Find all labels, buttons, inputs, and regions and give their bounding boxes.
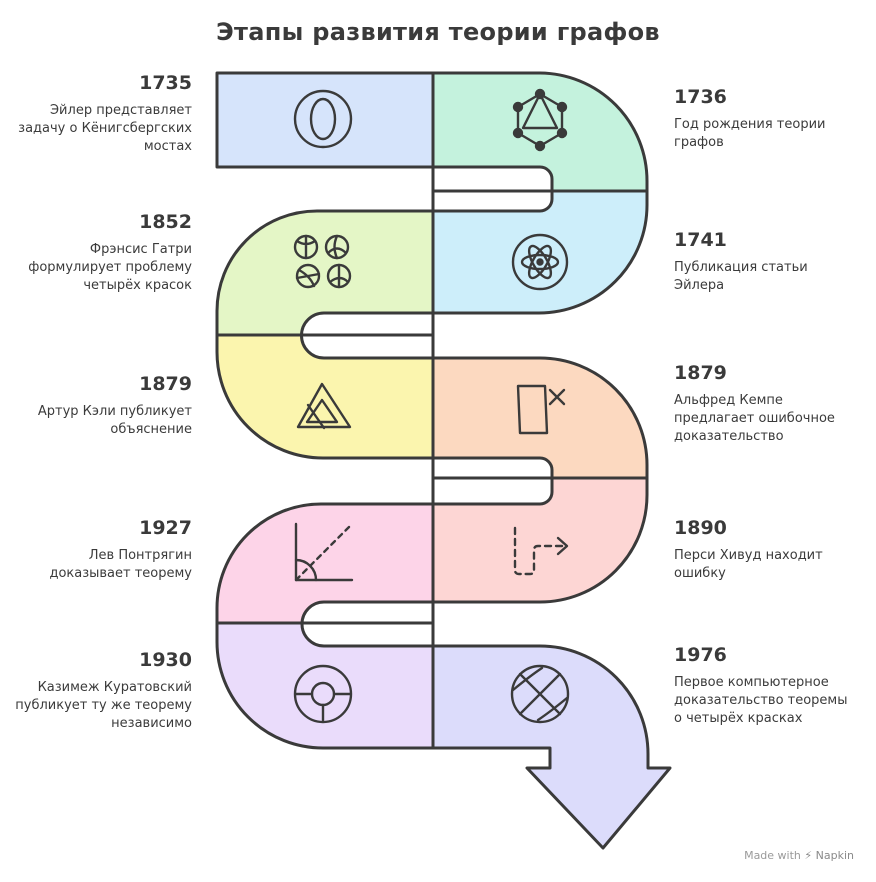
segment-1736: [431, 71, 649, 193]
affinity-icon: [296, 382, 352, 430]
milestone-text: Лев Понтрягин доказывает теорему: [49, 548, 192, 581]
napkin-logo-icon: ⚡: [804, 849, 813, 862]
segment-1879b: [431, 356, 649, 480]
opera-icon: [293, 89, 353, 149]
segment-1879a: [215, 333, 435, 460]
angle-icon: [294, 522, 354, 582]
milestone-year: 1736: [674, 86, 727, 108]
milestone-1852: 1852 Фрэнсис Гатри формулирует проблему …: [12, 211, 192, 295]
milestone-year: 1890: [674, 517, 727, 539]
napkin-brand: Napkin: [815, 849, 854, 862]
milestone-year: 1741: [674, 229, 727, 251]
milestone-1879-kempe: 1879 Альфред Кемпе предлагает ошибочное …: [674, 362, 859, 446]
milestone-text: Альфред Кемпе предлагает ошибочное доказ…: [674, 393, 835, 444]
milestone-year: 1879: [139, 373, 192, 395]
graph-network-icon: [512, 88, 568, 152]
milestone-text: Казимеж Куратовский публикует ту же теор…: [15, 680, 192, 731]
segment-1976: [431, 644, 672, 850]
milestone-text: Фрэнсис Гатри формулирует проблему четыр…: [28, 242, 192, 293]
segment-1852: [215, 165, 435, 337]
milestone-year: 1852: [139, 211, 192, 233]
segment-1890: [431, 476, 649, 604]
circle-nodes-icon: [293, 664, 353, 724]
milestone-text: Публикация статьи Эйлера: [674, 260, 808, 293]
milestone-1890: 1890 Перси Хивуд находит ошибку: [674, 517, 859, 583]
milestone-1735: 1735 Эйлер представляет задачу о Кёнигсб…: [12, 72, 192, 156]
milestone-year: 1930: [139, 649, 192, 671]
milestone-text: Год рождения теории графов: [674, 117, 826, 150]
milestone-year: 1927: [139, 517, 192, 539]
milestone-1736: 1736 Год рождения теории графов: [674, 86, 859, 152]
milestone-year: 1976: [674, 644, 727, 666]
balls-icon: [293, 234, 352, 289]
made-with-label: Made with: [744, 849, 801, 862]
milestone-1879-cayley: 1879 Артур Кэли публикует объяснение: [12, 373, 192, 439]
atom-icon: [511, 233, 569, 291]
basketball-icon: [510, 664, 570, 724]
milestone-text: Эйлер представляет задачу о Кёнигсбергск…: [18, 103, 192, 154]
route-arrow-icon: [513, 526, 569, 576]
milestone-1927: 1927 Лев Понтрягин доказывает теорему: [12, 517, 192, 583]
milestone-text: Артур Кэли публикует объяснение: [37, 404, 192, 437]
segment-1735: [215, 71, 435, 169]
box-x-icon: [516, 384, 566, 435]
made-with-napkin[interactable]: Made with ⚡ Napkin: [744, 849, 854, 862]
milestone-text: Перси Хивуд находит ошибку: [674, 548, 823, 581]
page-title: Этапы развития теории графов: [216, 18, 660, 46]
milestone-year: 1735: [139, 72, 192, 94]
milestone-text: Первое компьютерное доказательство теоре…: [674, 675, 848, 726]
milestone-1930: 1930 Казимеж Куратовский публикует ту же…: [12, 649, 192, 733]
milestone-1741: 1741 Публикация статьи Эйлера: [674, 229, 859, 295]
segment-1930: [215, 621, 435, 750]
milestone-year: 1879: [674, 362, 727, 384]
segment-1927: [215, 456, 435, 625]
milestone-1976: 1976 Первое компьютерное доказательство …: [674, 644, 859, 728]
